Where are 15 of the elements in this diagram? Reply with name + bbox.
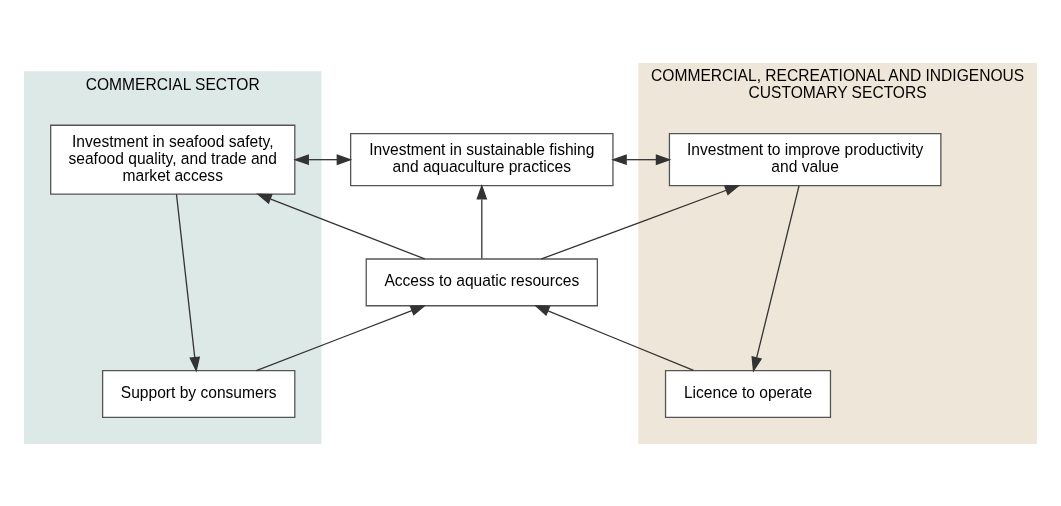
node-box: Investment in sustainable fishing and aquaculture practices	[350, 132, 614, 186]
arrow	[476, 183, 488, 259]
node-box: Support by consumers	[101, 369, 296, 418]
node-box: Investment in seafood safety, seafood quality, and trade and market access	[50, 124, 296, 195]
arrow	[293, 153, 353, 165]
node-box: Access to aquatic resources	[365, 257, 599, 306]
arrow	[611, 153, 672, 165]
arrow	[751, 184, 800, 372]
arrow	[540, 184, 741, 260]
arrow	[533, 304, 695, 371]
node-box: Licence to operate	[664, 369, 832, 418]
arrow	[175, 193, 201, 372]
arrow	[255, 304, 427, 371]
node-box: Investment to improve productivity and value	[668, 132, 942, 186]
arrow	[256, 192, 426, 260]
